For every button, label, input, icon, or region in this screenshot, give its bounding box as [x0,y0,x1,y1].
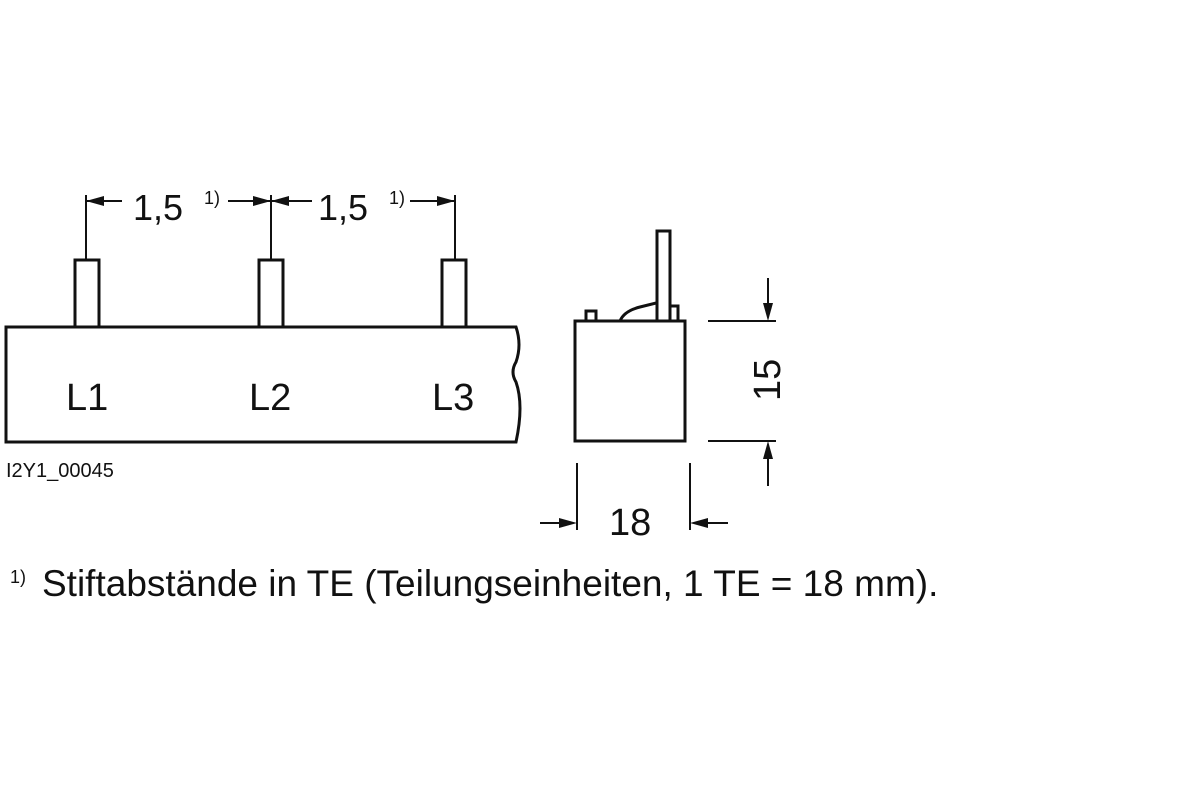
drawing-id: I2Y1_00045 [6,460,114,482]
arrow-left-icon [86,196,104,206]
side-nub-right [668,304,680,323]
arrow-right-icon [253,196,271,206]
pin-spacing-label: 1,5 [318,187,368,228]
arrow-right-icon [437,196,455,206]
height-label: 15 [747,359,789,401]
arrow-down-icon [763,303,773,321]
arrow-left-icon [271,196,289,206]
pin-spacing-label: 1,5 [133,187,183,228]
phase-label-l3: L3 [432,377,474,419]
width-label: 18 [609,502,651,544]
footnote-text: Stiftabstände in TE (Teilungseinheiten, … [42,563,938,604]
pin-l2 [257,258,285,329]
busbar-side-body [573,319,687,443]
side-clip [618,300,662,322]
side-nub [584,309,598,323]
phase-label-l2: L2 [249,377,291,419]
pin-l3 [440,258,468,329]
pin-l1 [73,258,101,329]
footnote-ref: 1) [389,188,405,208]
phase-label-l1: L1 [66,377,108,419]
side-pin [655,229,672,323]
arrow-up-icon [763,441,773,459]
arrow-left-icon [690,518,708,528]
footnote-marker: 1) [10,567,26,587]
footnote-ref: 1) [204,188,220,208]
busbar-body [4,325,522,444]
arrow-right-icon [559,518,577,528]
